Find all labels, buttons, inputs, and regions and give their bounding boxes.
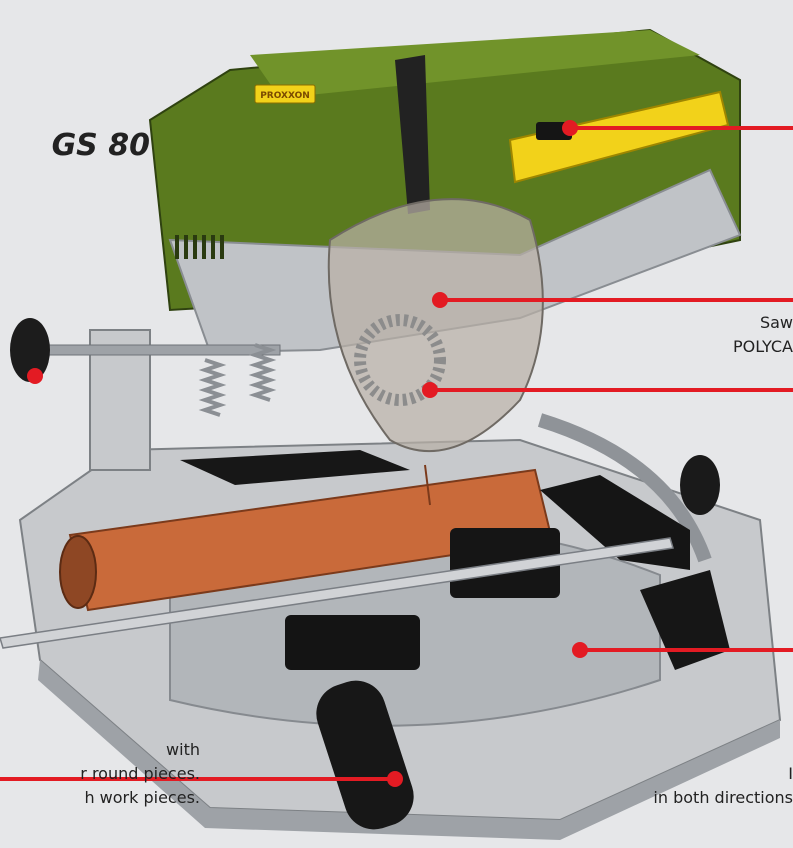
copper-pipe-end	[59, 535, 97, 609]
caption-saw-line-2: POLYCA	[732, 337, 793, 356]
caption-right-bottom-line-2: in both directions	[653, 788, 793, 807]
long-rod	[0, 537, 674, 649]
pipe-cut-mark	[424, 464, 431, 506]
front-clamp-block	[285, 615, 420, 670]
brand-label: PROXXON	[260, 91, 310, 101]
caption-saw-line-1: Saw	[759, 313, 793, 332]
callout-lines	[0, 126, 793, 781]
caption-right-bottom-line-1: I	[788, 764, 793, 783]
switch-panel	[508, 90, 730, 184]
housing-top-highlight	[250, 30, 700, 98]
caption-left-line-3: h work pieces.	[84, 788, 200, 807]
callout-dots	[27, 120, 588, 787]
right-side-knob	[680, 455, 720, 515]
springs	[198, 343, 277, 417]
angle-scale	[537, 413, 712, 563]
clamp-rod	[39, 344, 281, 356]
saw-guard	[327, 198, 544, 453]
clamp-handle	[316, 680, 414, 830]
caption-left-line-1: with	[166, 740, 200, 759]
brand-label-box	[254, 84, 316, 104]
caption-left-line-2: r round pieces.	[80, 764, 200, 783]
product-title: GS 80	[51, 128, 150, 163]
top-handle	[395, 55, 430, 214]
work-stop-left	[180, 450, 410, 485]
right-clamp-piece	[640, 570, 730, 670]
vent-slots	[175, 235, 224, 259]
clamp-knob	[10, 318, 50, 382]
saw-blade	[354, 314, 446, 406]
